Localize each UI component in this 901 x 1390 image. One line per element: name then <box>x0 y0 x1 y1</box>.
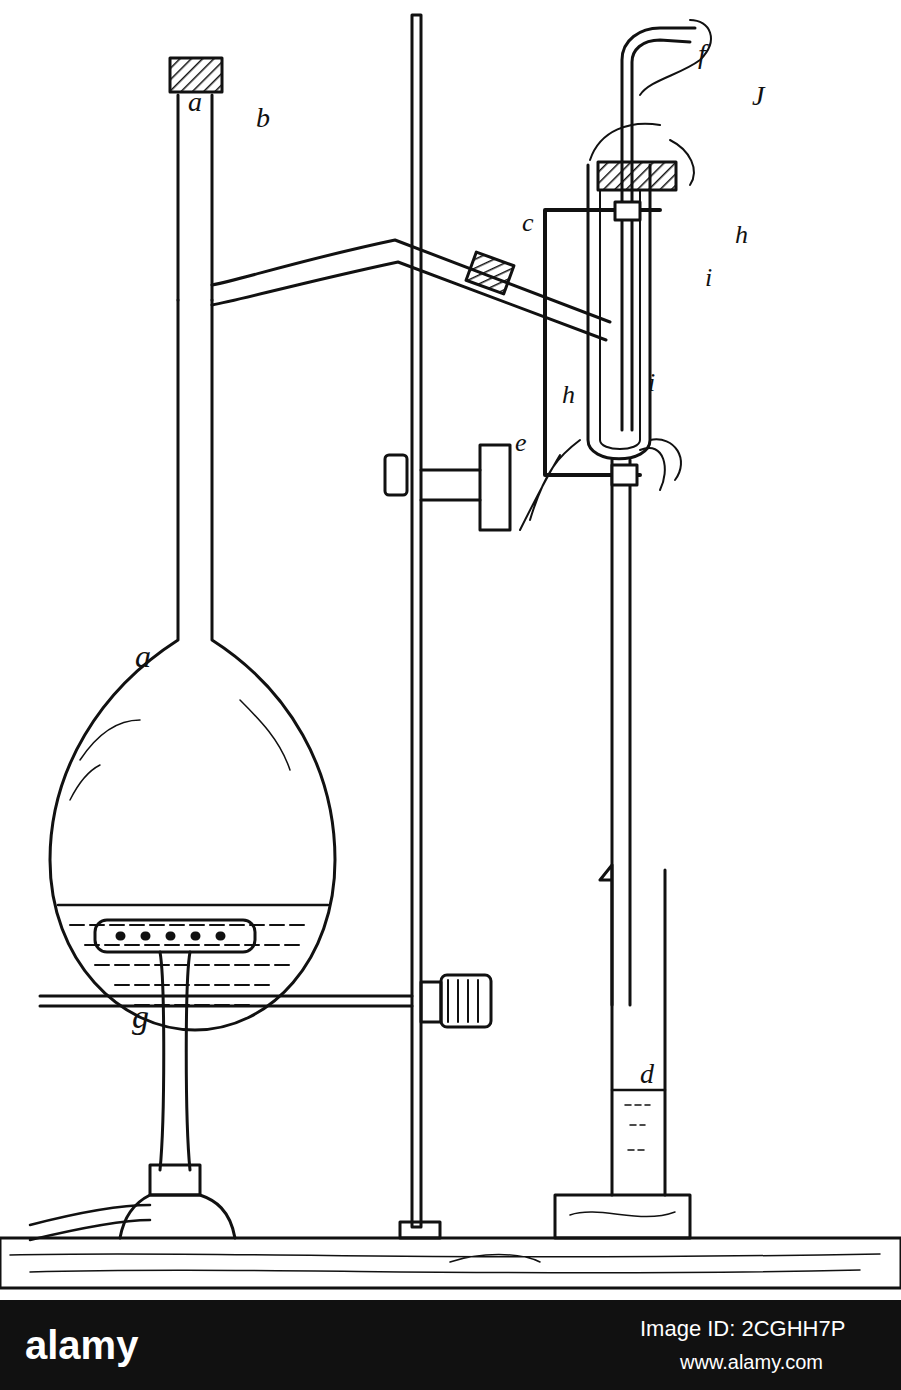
part-label: J <box>752 82 764 110</box>
part-label: h <box>562 382 575 408</box>
watermark-id: Image ID: 2CGHH7P <box>640 1318 845 1340</box>
part-label: g <box>132 1000 149 1034</box>
wood-block <box>555 1195 690 1238</box>
clamp-frame <box>545 210 660 475</box>
ring-clamp <box>40 996 412 1006</box>
part-label: h <box>735 222 748 248</box>
cylinder <box>600 865 665 1195</box>
watermark-logo: alamy <box>25 1325 138 1365</box>
cork <box>466 252 514 294</box>
outlet-tube <box>612 460 630 1005</box>
watermark-band <box>0 1300 901 1390</box>
part-label: i <box>648 370 655 396</box>
stand-rod <box>412 15 421 1227</box>
water-tube <box>622 28 695 430</box>
part-label: a <box>135 640 151 672</box>
clamp <box>480 445 510 530</box>
part-label: a <box>188 88 202 116</box>
table <box>0 1238 901 1288</box>
watermark-url: www.alamy.com <box>680 1352 823 1372</box>
part-label: e <box>515 430 527 456</box>
gas-hose <box>30 1205 150 1240</box>
knob <box>385 455 407 495</box>
burner <box>95 920 255 952</box>
part-label: c <box>522 210 534 236</box>
part-label: i <box>705 265 712 291</box>
side-arm <box>212 240 610 340</box>
rod-base <box>400 1222 440 1238</box>
part-label: b <box>256 104 270 132</box>
hose-e <box>520 440 580 530</box>
part-label: d <box>640 1060 654 1088</box>
stopper <box>170 58 222 92</box>
part-label: f <box>698 40 706 68</box>
flask <box>50 300 335 1030</box>
